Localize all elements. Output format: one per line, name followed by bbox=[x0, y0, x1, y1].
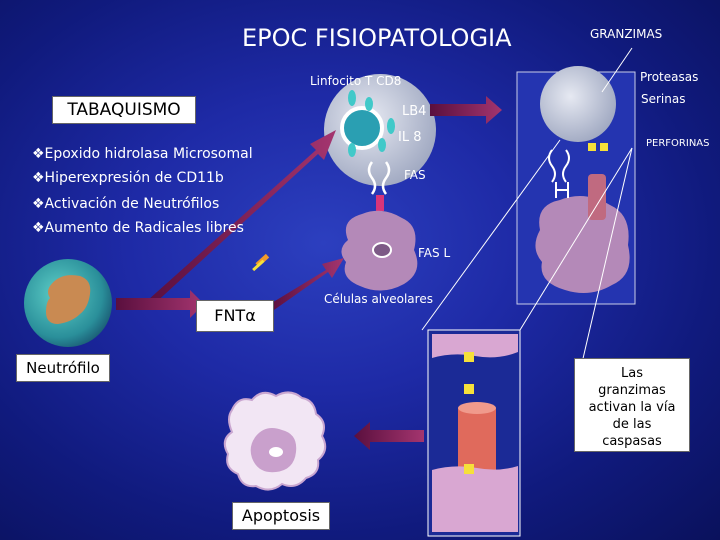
label-serinas: Serinas bbox=[641, 92, 686, 106]
label-fas: FAS bbox=[404, 168, 426, 182]
arrow-fnt-to-alveolar bbox=[270, 258, 344, 310]
granzyme-marker-2 bbox=[600, 143, 608, 151]
zoom-line-2 bbox=[519, 147, 633, 331]
label-fas-l: FAS L bbox=[418, 246, 451, 260]
fas-l-connector bbox=[376, 195, 384, 211]
lymphocyte-granule-1 bbox=[348, 90, 356, 106]
perforin-pore bbox=[588, 174, 606, 220]
alveolar-nucleus bbox=[372, 242, 392, 258]
neutrofilo-label: Neutrófilo bbox=[16, 354, 110, 382]
detail-marker-1 bbox=[464, 352, 474, 362]
lymphocyte-granule-2 bbox=[365, 97, 373, 111]
zoom-line-3 bbox=[577, 147, 633, 381]
arrow-tabaquismo-to-lymphocyte bbox=[148, 130, 336, 306]
note-line-3: activan la vía bbox=[588, 400, 676, 415]
label-proteasas: Proteasas bbox=[640, 70, 699, 84]
lymphocyte-zoom bbox=[540, 66, 616, 142]
label-il8: IL 8 bbox=[398, 130, 422, 145]
label-perforinas: PERFORINAS bbox=[646, 138, 710, 149]
arrow-detail-to-apoptosis bbox=[354, 422, 424, 450]
alveolar-cell-zoom bbox=[535, 196, 630, 294]
arrow-marker-yellow bbox=[252, 259, 265, 272]
detail-channel-top bbox=[458, 402, 496, 414]
lymphocyte-nucleus bbox=[340, 106, 384, 150]
label-linfocito: Linfocito T CD8 bbox=[310, 74, 402, 88]
detail-membrane-bottom bbox=[432, 466, 518, 532]
detail-marker-3 bbox=[464, 464, 474, 474]
arrow-neutrophil-to-fnt bbox=[116, 290, 204, 318]
lymphocyte-granule-5 bbox=[378, 138, 386, 152]
detail-membrane-top bbox=[432, 334, 518, 358]
bullet-2: ❖Hiperexpresión de CD11b bbox=[32, 170, 224, 186]
receptor-zoom-2 bbox=[562, 149, 570, 183]
bullet-3: ❖Activación de Neutrófilos bbox=[32, 196, 220, 212]
granzimas-note: Las granzimas activan la vía de las casp… bbox=[574, 358, 690, 452]
granzyme-marker-1 bbox=[588, 143, 596, 151]
lymphocyte-granule-3 bbox=[387, 118, 395, 134]
tabaquismo-label: TABAQUISMO bbox=[52, 96, 196, 124]
label-celulas: Células alveolares bbox=[324, 292, 433, 306]
note-line-4: de las bbox=[612, 417, 652, 432]
label-granzimas: GRANZIMAS bbox=[590, 27, 663, 41]
zoom-line-1 bbox=[421, 139, 561, 331]
bullet-4: ❖Aumento de Radicales libres bbox=[32, 220, 244, 236]
page-title: EPOC FISIOPATOLOGIA bbox=[242, 24, 512, 52]
note-line-5: caspasas bbox=[602, 434, 662, 449]
receptor-fas-2 bbox=[381, 161, 391, 195]
detail-marker-2 bbox=[464, 384, 474, 394]
note-line-1: Las bbox=[621, 366, 643, 381]
granzimas-line bbox=[601, 47, 633, 93]
neutrophil-nucleus bbox=[46, 275, 91, 324]
fnt-alpha-label: FNTα bbox=[196, 300, 274, 332]
apoptosis-label: Apoptosis bbox=[232, 502, 330, 530]
label-lb4: LB4 bbox=[402, 104, 427, 119]
arrow-lymphocyte-to-panel bbox=[430, 96, 502, 124]
apoptotic-nucleus bbox=[269, 447, 283, 457]
bullet-1: ❖Epoxido hidrolasa Microsomal bbox=[32, 146, 253, 162]
note-line-2: granzimas bbox=[598, 383, 666, 398]
lymphocyte-granule-4 bbox=[348, 143, 356, 157]
receptor-fas-1 bbox=[367, 161, 377, 195]
receptor-zoom-3 bbox=[555, 182, 569, 198]
